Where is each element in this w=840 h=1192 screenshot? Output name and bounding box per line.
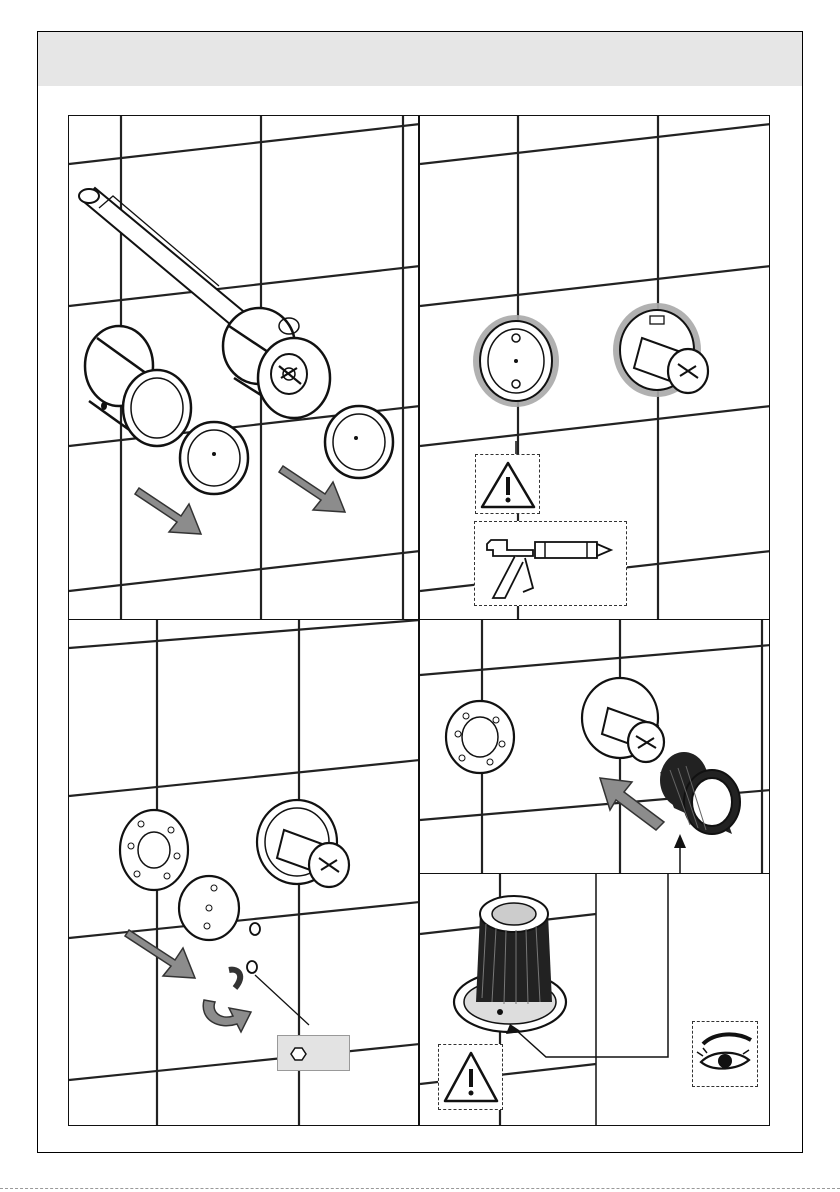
step-2-panel xyxy=(419,115,770,620)
right-cap-icon xyxy=(325,406,393,478)
backplate-icon xyxy=(179,876,239,940)
rotate-arrow-icon xyxy=(203,970,251,1032)
valve-body-icon xyxy=(582,678,664,762)
push-in-arrow-icon xyxy=(600,778,664,830)
eye-icon xyxy=(693,1022,759,1088)
mounting-ring-icon xyxy=(446,701,514,773)
pin-spanner-icon xyxy=(79,188,249,330)
step-5-panel xyxy=(419,873,770,1126)
left-handle-icon xyxy=(85,326,191,446)
visual-check-box xyxy=(692,1021,758,1087)
valve-body-icon xyxy=(257,800,349,887)
step-3-illustration xyxy=(69,620,419,1126)
knurled-handle-icon xyxy=(660,752,740,834)
caulking-gun-icon xyxy=(475,522,628,607)
warning-box xyxy=(438,1044,503,1110)
sealed-flange-left-icon xyxy=(473,315,559,407)
page-cut-line xyxy=(0,1188,840,1189)
step-4-illustration xyxy=(420,620,770,874)
knurled-handle-closeup-icon xyxy=(454,896,566,1034)
step-4-panel xyxy=(419,619,770,874)
tile-grid xyxy=(69,620,419,1126)
warning-triangle-icon xyxy=(439,1045,504,1111)
right-handle-icon xyxy=(223,308,330,418)
mounting-ring-icon xyxy=(120,810,188,890)
warning-triangle-icon xyxy=(476,455,541,515)
step-3-panel xyxy=(68,619,419,1126)
warning-box xyxy=(475,454,540,514)
pull-out-arrow-icon xyxy=(125,930,195,978)
header-band xyxy=(38,32,802,86)
hex-key-icon xyxy=(278,1036,351,1072)
sealed-valve-right-icon xyxy=(613,303,708,397)
step-1-illustration xyxy=(69,116,419,620)
hex-key-tag xyxy=(277,1035,350,1071)
step-1-panel xyxy=(68,115,419,620)
left-cap-icon xyxy=(180,422,248,494)
sealant-tool-box xyxy=(474,521,627,606)
